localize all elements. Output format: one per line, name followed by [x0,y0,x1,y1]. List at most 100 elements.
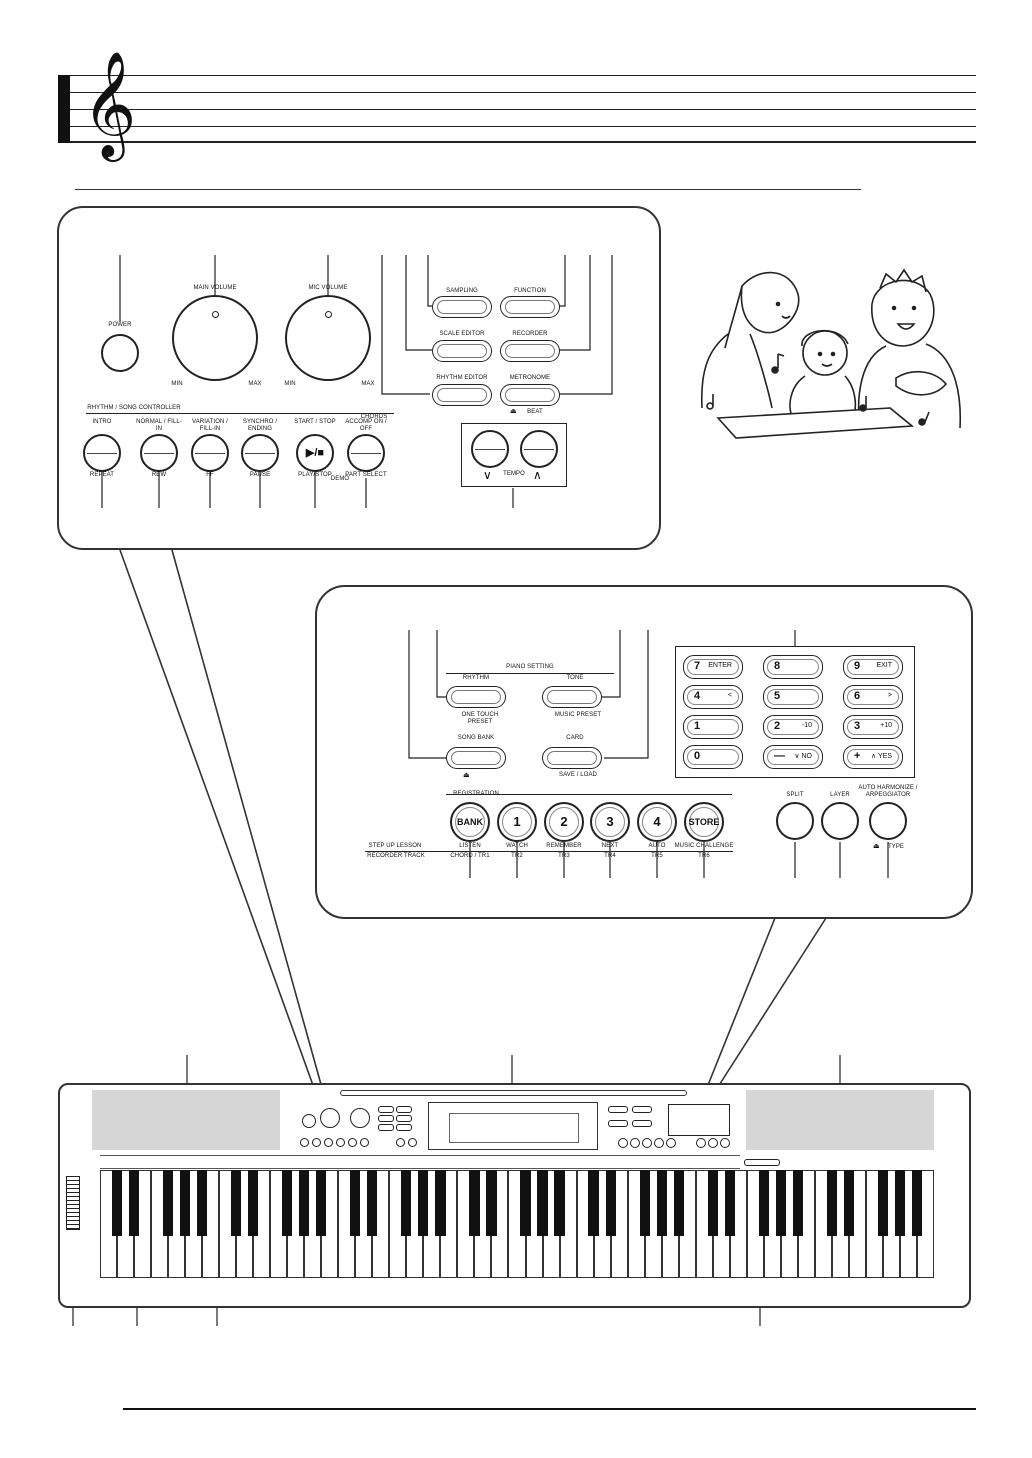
keypad-key[interactable]: 3+10 [843,715,903,739]
registration-button[interactable]: STORE [684,802,724,842]
black-key[interactable] [418,1170,429,1236]
black-key[interactable] [282,1170,293,1236]
registration-button[interactable]: BANK [450,802,490,842]
controller-button[interactable] [241,434,279,472]
mic-volume-knob[interactable] [285,295,371,381]
tone-label: TONE [566,675,584,681]
keypad-key[interactable]: 6> [843,685,903,709]
black-key[interactable] [367,1170,378,1236]
keypad-key[interactable]: 5 [763,685,823,709]
keypad-key[interactable]: —∨ NO [763,745,823,769]
lesson-label: MUSIC CHALLENGE [674,843,734,849]
metronome-button[interactable] [500,384,560,406]
song-bank-button[interactable] [446,747,506,769]
black-key[interactable] [724,1170,735,1236]
chevron-up-icon: ∧ [533,468,542,482]
black-key[interactable] [401,1170,412,1236]
controller-top-label: SYNCHRO / ENDING [242,419,278,432]
section-rule [75,189,861,190]
black-key[interactable] [707,1170,718,1236]
recorder-button[interactable] [500,340,560,362]
controller-bottom-label: PART SELECT [345,472,387,478]
track-label: TR6 [698,853,710,859]
split-button[interactable] [776,802,814,840]
sampling-button[interactable] [432,296,492,318]
black-key[interactable] [520,1170,531,1236]
layer-button[interactable] [821,802,859,840]
black-key[interactable] [554,1170,565,1236]
keypad-key[interactable]: 2-10 [763,715,823,739]
black-key[interactable] [162,1170,174,1236]
black-key[interactable] [469,1170,480,1236]
controller-button[interactable]: ▶/■ [296,434,334,472]
controller-button[interactable] [347,434,385,472]
controller-button[interactable] [83,434,121,472]
black-key[interactable] [588,1170,599,1236]
black-key[interactable] [537,1170,548,1236]
controller-bottom-label: PAUSE [249,472,271,478]
black-key[interactable] [435,1170,446,1236]
black-key[interactable] [826,1170,837,1236]
keypad-key[interactable]: 4< [683,685,743,709]
keypad-key[interactable]: 0 [683,745,743,769]
scale-editor-button[interactable] [432,340,492,362]
function-button[interactable] [500,296,560,318]
main-volume-min: MIN [171,381,183,387]
black-key[interactable] [911,1170,923,1236]
shift-icon: ⏏ [510,408,517,415]
black-key[interactable] [111,1170,123,1236]
rhythm-button[interactable] [446,686,506,708]
shift-icon: ⏏ [463,772,470,779]
keypad-key[interactable]: 1 [683,715,743,739]
black-key[interactable] [894,1170,906,1236]
black-key[interactable] [673,1170,684,1236]
black-key[interactable] [197,1170,208,1236]
black-key[interactable] [316,1170,327,1236]
power-button[interactable] [101,334,139,372]
keypad-key[interactable]: +∧ YES [843,745,903,769]
tempo-label: TEMPO [503,471,525,477]
black-key[interactable] [775,1170,786,1236]
tone-button[interactable] [542,686,602,708]
controller-rule [86,413,394,414]
track-label: CHORD / TR1 [450,853,490,859]
black-key[interactable] [877,1170,889,1236]
black-key[interactable] [179,1170,191,1236]
black-key[interactable] [248,1170,259,1236]
pitch-bend-wheel[interactable] [66,1176,80,1230]
header-staff [70,75,976,143]
black-key[interactable] [128,1170,140,1236]
auto-harmonize-button[interactable] [869,802,907,840]
keypad-key[interactable]: 8 [763,655,823,679]
rhythm-editor-button[interactable] [432,384,492,406]
card-button[interactable] [542,747,602,769]
black-key[interactable] [843,1170,854,1236]
black-key[interactable] [639,1170,650,1236]
mini-control-panel [298,1104,418,1148]
registration-button[interactable]: 1 [497,802,537,842]
lesson-label: NEXT [601,843,619,849]
black-key[interactable] [299,1170,310,1236]
controller-button[interactable] [140,434,178,472]
black-key[interactable] [486,1170,497,1236]
registration-button[interactable]: 2 [544,802,584,842]
black-key[interactable] [605,1170,616,1236]
black-key[interactable] [656,1170,667,1236]
card-slot[interactable] [744,1159,780,1166]
controller-title: RHYTHM / SONG CONTROLLER [87,405,181,411]
recorder-track-label: RECORDER TRACK [367,853,425,859]
registration-button[interactable]: 3 [590,802,630,842]
main-volume-knob[interactable] [172,295,258,381]
black-key[interactable] [231,1170,242,1236]
tempo-up-button[interactable] [520,430,558,468]
lcd-display[interactable] [428,1102,598,1150]
registration-button[interactable]: 4 [637,802,677,842]
tempo-down-button[interactable] [471,430,509,468]
black-key[interactable] [758,1170,769,1236]
black-key[interactable] [350,1170,361,1236]
controller-button[interactable] [191,434,229,472]
black-key[interactable] [792,1170,803,1236]
